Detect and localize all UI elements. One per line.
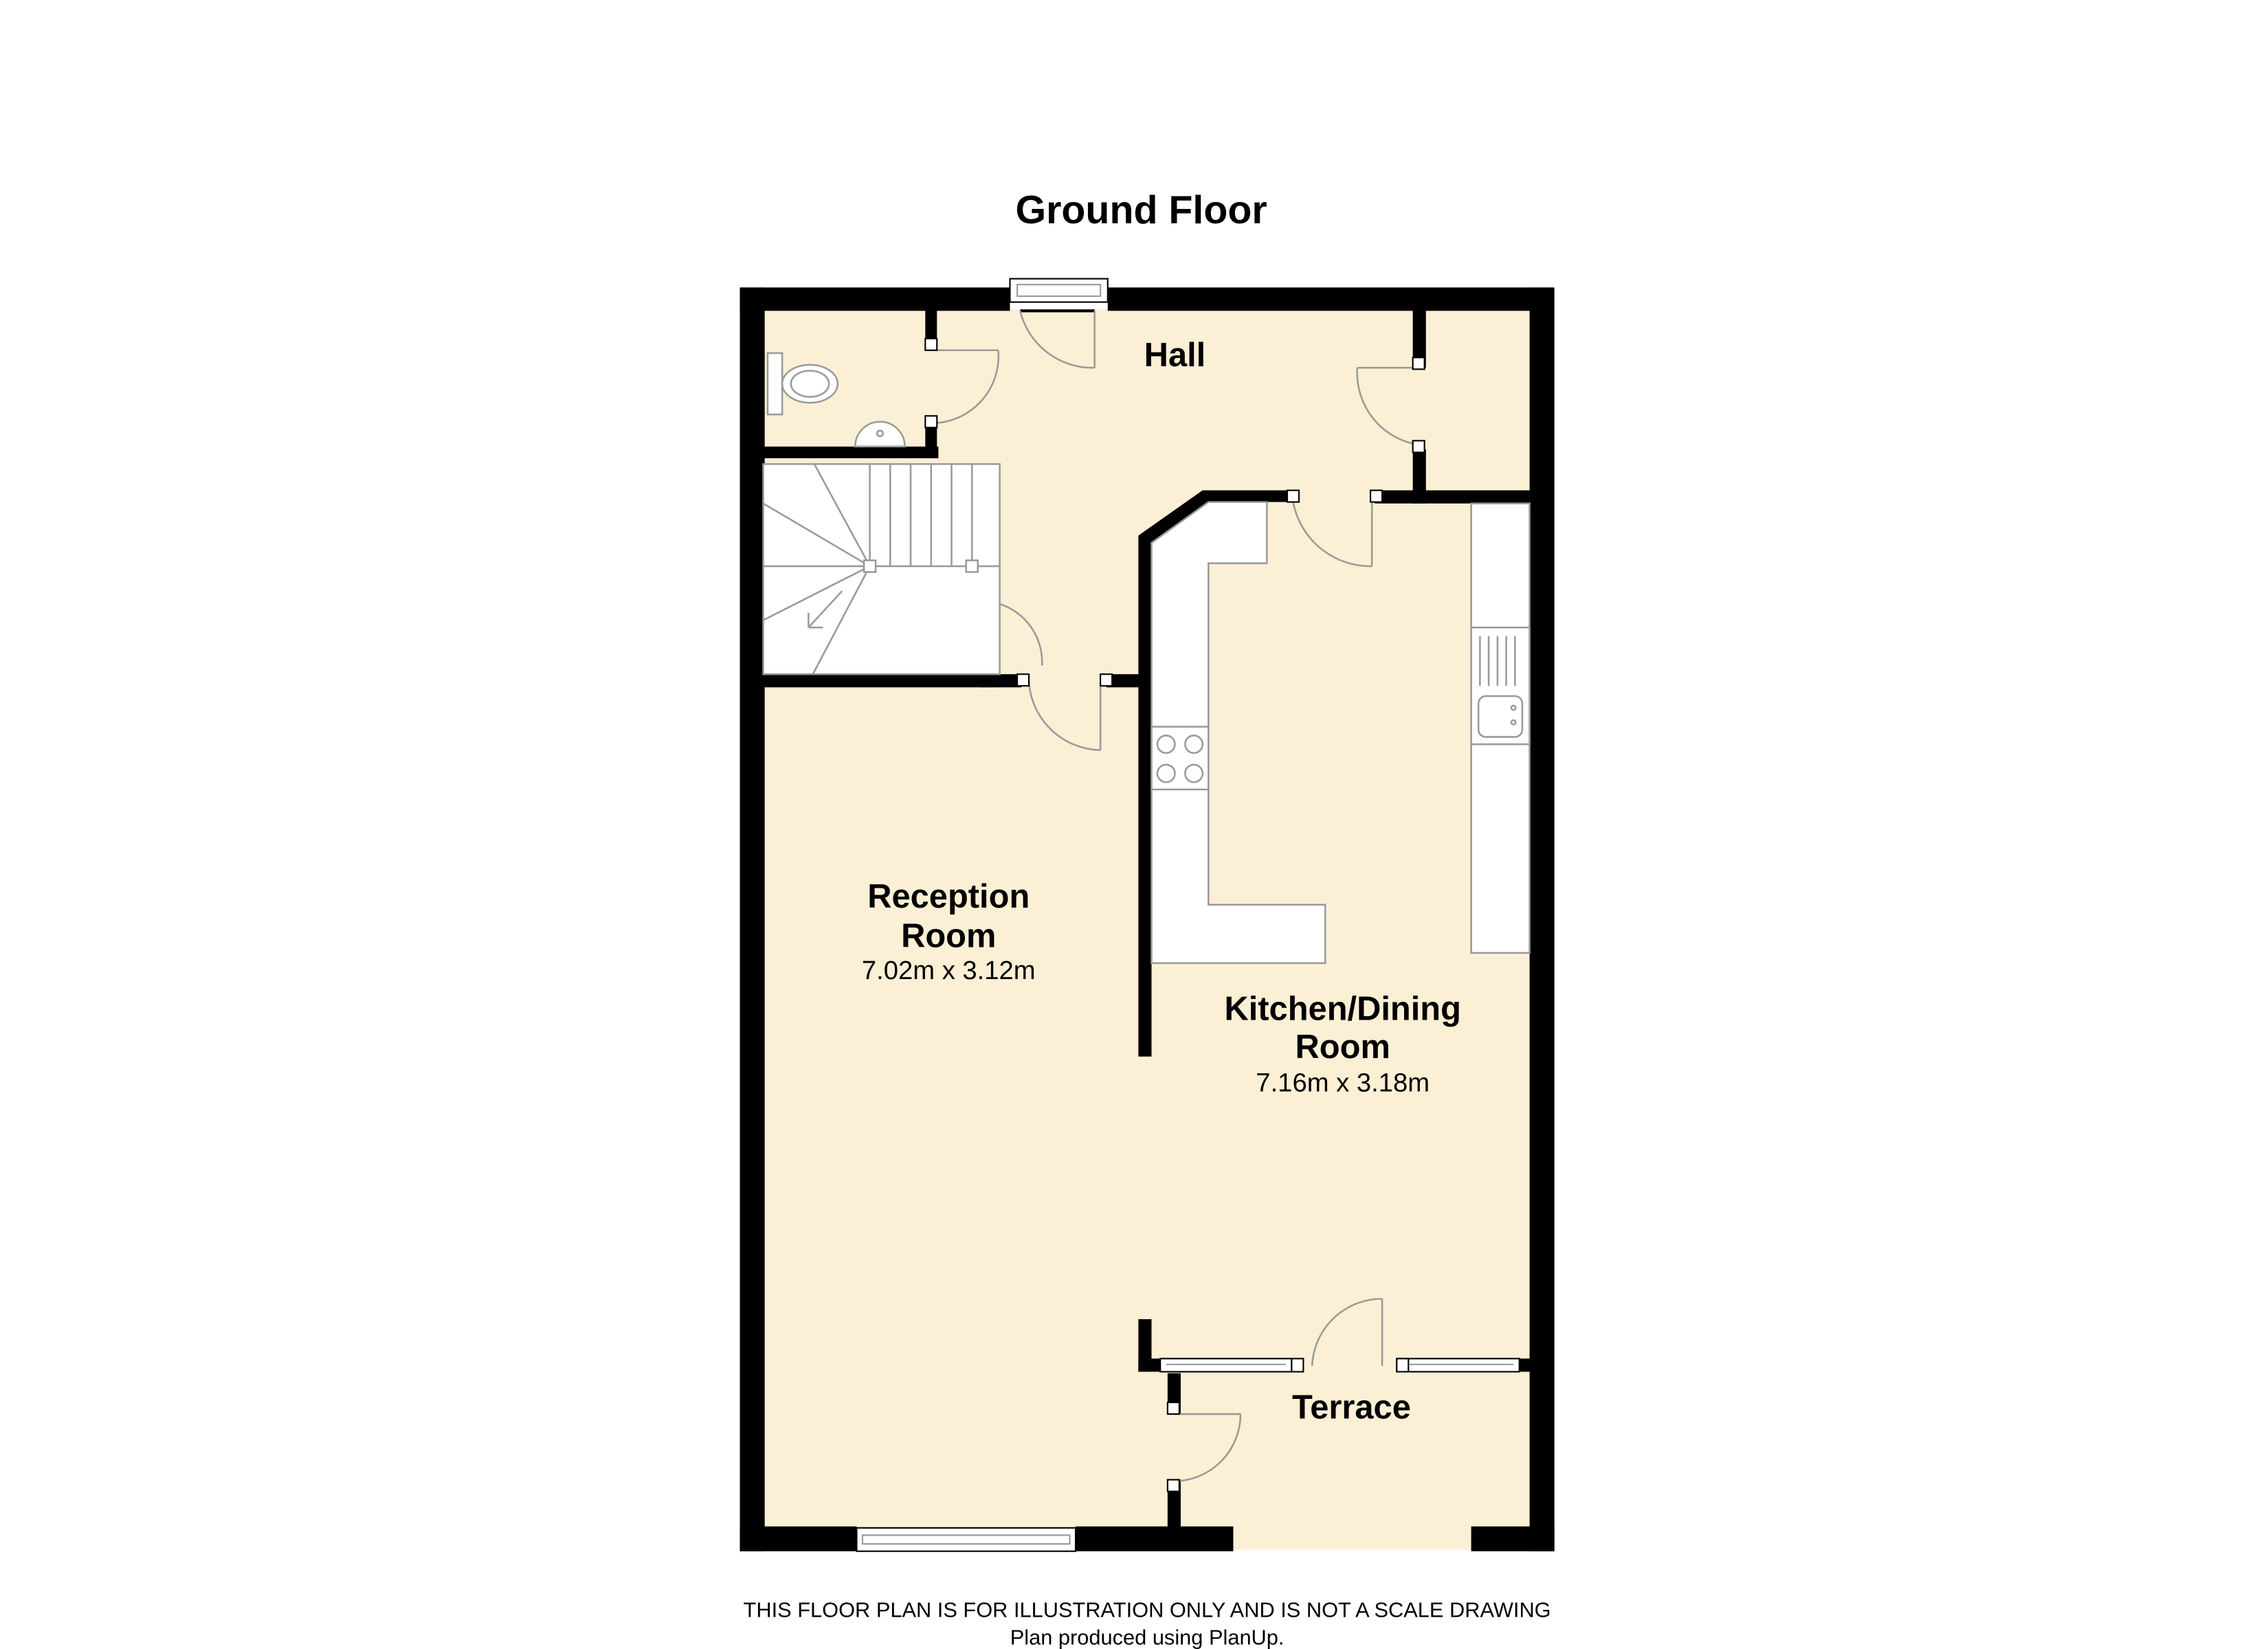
floor-title: Ground Floor bbox=[1016, 188, 1267, 232]
entrance-door bbox=[1009, 278, 1109, 369]
wall-top-left bbox=[740, 287, 1010, 311]
wall-bottom-b bbox=[1076, 1526, 1234, 1551]
room-labels: Hall Reception Room 7.02m x 3.12m Kitche… bbox=[862, 337, 1461, 1426]
wall-bottom-c bbox=[1471, 1526, 1555, 1551]
outer-walls bbox=[740, 287, 1555, 1551]
footer-disclaimer: THIS FLOOR PLAN IS FOR ILLUSTRATION ONLY… bbox=[744, 1597, 1551, 1622]
room-dimensions-kitchen: 7.16m x 3.18m bbox=[1256, 1068, 1430, 1098]
wall-left bbox=[740, 287, 765, 1551]
room-name-hall: Hall bbox=[1144, 337, 1206, 374]
room-name-reception-line1: Reception bbox=[867, 878, 1030, 915]
room-name-reception-line2: Room bbox=[901, 917, 996, 954]
wall-right bbox=[1529, 287, 1555, 1551]
kitchen-units bbox=[1150, 501, 1531, 965]
room-name-kitchen-line2: Room bbox=[1296, 1029, 1390, 1066]
wall-top-right bbox=[1107, 287, 1553, 311]
footer-credit: Plan produced using PlanUp. bbox=[1010, 1626, 1285, 1649]
wc-fixtures bbox=[766, 352, 906, 448]
room-name-kitchen-line1: Kitchen/Dining bbox=[1224, 991, 1461, 1028]
room-dimensions-reception: 7.02m x 3.12m bbox=[862, 956, 1036, 985]
wall-bottom-a bbox=[740, 1526, 857, 1551]
toilet-cistern bbox=[766, 352, 783, 416]
windows bbox=[856, 1358, 1531, 1552]
room-name-terrace: Terrace bbox=[1292, 1389, 1411, 1426]
staircase bbox=[762, 463, 1001, 675]
